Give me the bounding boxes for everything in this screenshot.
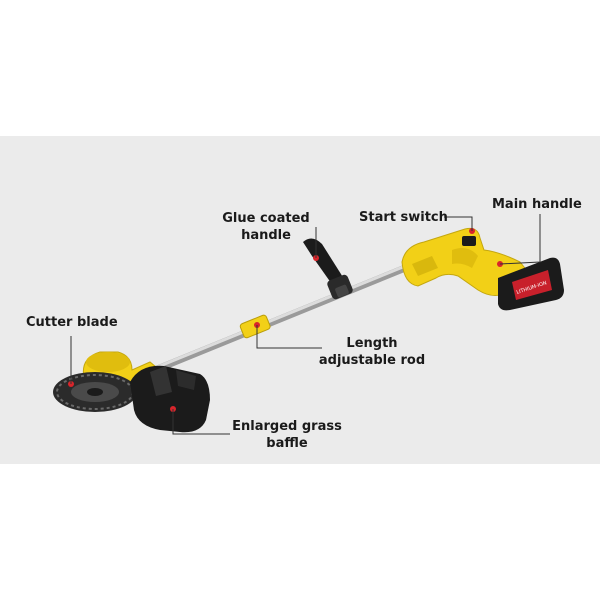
grass-baffle-part bbox=[130, 365, 210, 433]
battery-pack: LITHIUM-ION bbox=[498, 257, 564, 311]
leader-start-switch bbox=[444, 216, 473, 231]
leader-main-handle bbox=[499, 214, 541, 265]
leader-lines bbox=[70, 214, 541, 435]
label-main-handle: Main handle bbox=[492, 197, 582, 212]
label-length-adjustable-rod: Length adjustable rod bbox=[318, 336, 426, 368]
telescopic-rod bbox=[146, 258, 424, 376]
label-cutter-blade: Cutter blade bbox=[26, 315, 118, 330]
label-enlarged-grass-baffle: Enlarged grass baffle bbox=[232, 419, 342, 451]
glue-coated-handle-part bbox=[303, 238, 353, 300]
cutter-blade-part bbox=[53, 372, 137, 412]
leader-grass-baffle bbox=[172, 409, 230, 435]
label-glue-coated-handle: Glue coated handle bbox=[222, 211, 310, 243]
label-start-switch: Start switch bbox=[359, 210, 448, 225]
leader-length-rod bbox=[256, 325, 322, 349]
